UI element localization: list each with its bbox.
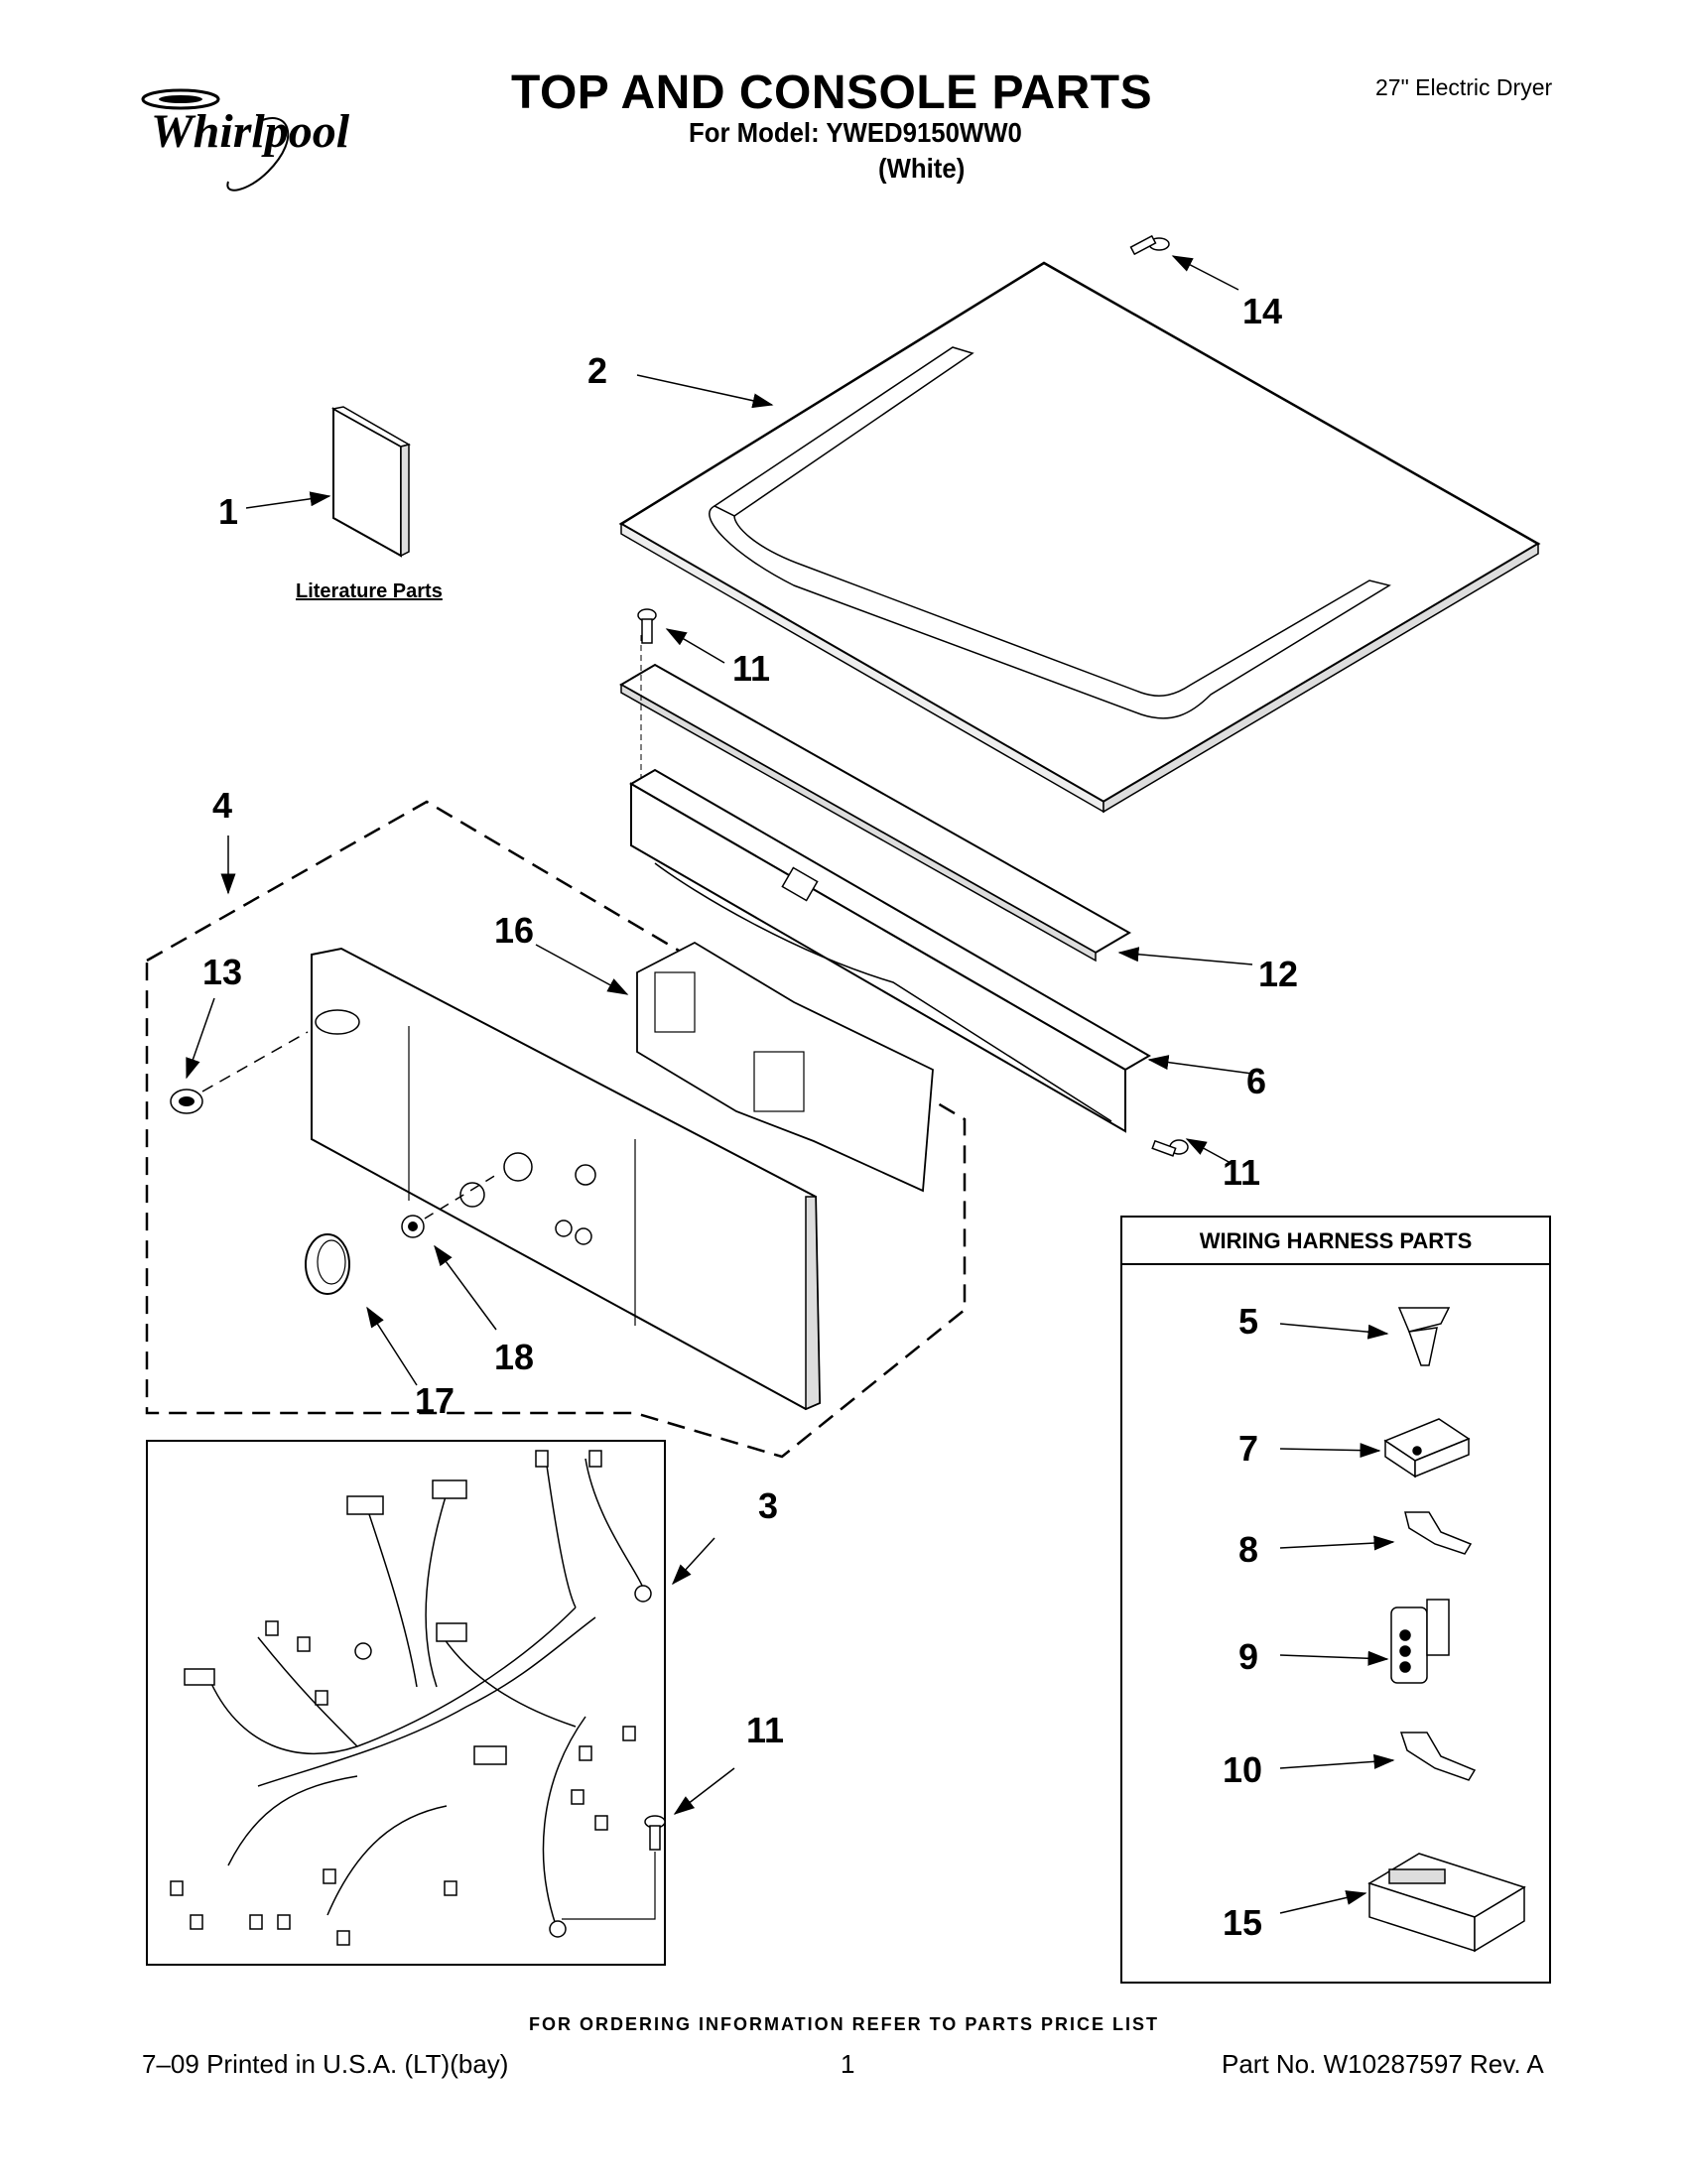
terminal-block-15 — [1367, 1853, 1526, 1953]
page-number: 1 — [841, 2049, 855, 2079]
console-assembly-boundary — [145, 800, 967, 1459]
front-rail — [618, 635, 1132, 963]
callout-11-right: 11 — [1223, 1152, 1260, 1193]
screw-11-bottom — [562, 1815, 666, 1920]
connector-7 — [1383, 1418, 1471, 1478]
print-info: 7–09 Printed in U.S.A. (LT)(bay) — [142, 2049, 509, 2079]
terminal-10 — [1399, 1732, 1477, 1781]
whirlpool-logo: Whirlpool — [141, 88, 350, 192]
callout-13: 13 — [202, 952, 242, 992]
callout-5: 5 — [1238, 1301, 1258, 1342]
callout-7: 7 — [1238, 1428, 1258, 1469]
terminal-8 — [1404, 1511, 1473, 1555]
callout-6: 6 — [1246, 1061, 1266, 1101]
callout-17: 17 — [415, 1380, 454, 1421]
callout-10: 10 — [1223, 1749, 1262, 1790]
callout-16: 16 — [494, 910, 534, 951]
control-board — [636, 941, 934, 1193]
screw-11-right — [1151, 1139, 1189, 1157]
callout-12: 12 — [1258, 954, 1298, 994]
page-title: TOP AND CONSOLE PARTS — [511, 66, 1153, 119]
knob-17 — [305, 1233, 350, 1295]
callout-3: 3 — [758, 1485, 778, 1526]
callout-11-bottom: 11 — [746, 1710, 784, 1750]
screw-14 — [1129, 234, 1170, 256]
callout-18: 18 — [494, 1337, 534, 1377]
console-bracket — [629, 768, 1151, 1133]
callout-2: 2 — [587, 350, 607, 391]
literature-book — [330, 406, 411, 558]
callout-4: 4 — [212, 785, 232, 826]
ordering-note: FOR ORDERING INFORMATION REFER TO PARTS … — [528, 2014, 1159, 2034]
model-variant: (White) — [878, 153, 966, 184]
connector-9 — [1390, 1599, 1450, 1684]
clip-5 — [1397, 1307, 1451, 1366]
wiring-harness-parts-box — [1120, 1216, 1551, 1984]
model-number: For Model: YWED9150WW0 — [689, 117, 1022, 148]
appliance-type: 27" Electric Dryer — [1375, 74, 1553, 100]
part-number: Part No. W10287597 Rev. A — [1222, 2049, 1544, 2079]
callout-9: 9 — [1238, 1636, 1258, 1677]
callout-1: 1 — [218, 491, 238, 532]
screw-11-top — [637, 608, 657, 644]
literature-parts-label: Literature Parts — [296, 580, 443, 602]
callout-8: 8 — [1238, 1529, 1258, 1570]
wiring-harness-parts-title: WIRING HARNESS PARTS — [1200, 1228, 1473, 1253]
top-panel — [618, 261, 1541, 814]
svg-text:Whirlpool: Whirlpool — [151, 105, 350, 158]
badge-13 — [170, 1031, 309, 1114]
callout-14: 14 — [1242, 291, 1282, 331]
wiring-harness-frame — [146, 1440, 666, 1966]
callout-15: 15 — [1223, 1902, 1262, 1943]
harness-connectors — [170, 1450, 652, 1946]
wiring-harness — [207, 1458, 644, 1926]
nut-18 — [401, 1174, 497, 1238]
callout-11-top: 11 — [732, 648, 770, 689]
console-panel — [311, 947, 822, 1411]
